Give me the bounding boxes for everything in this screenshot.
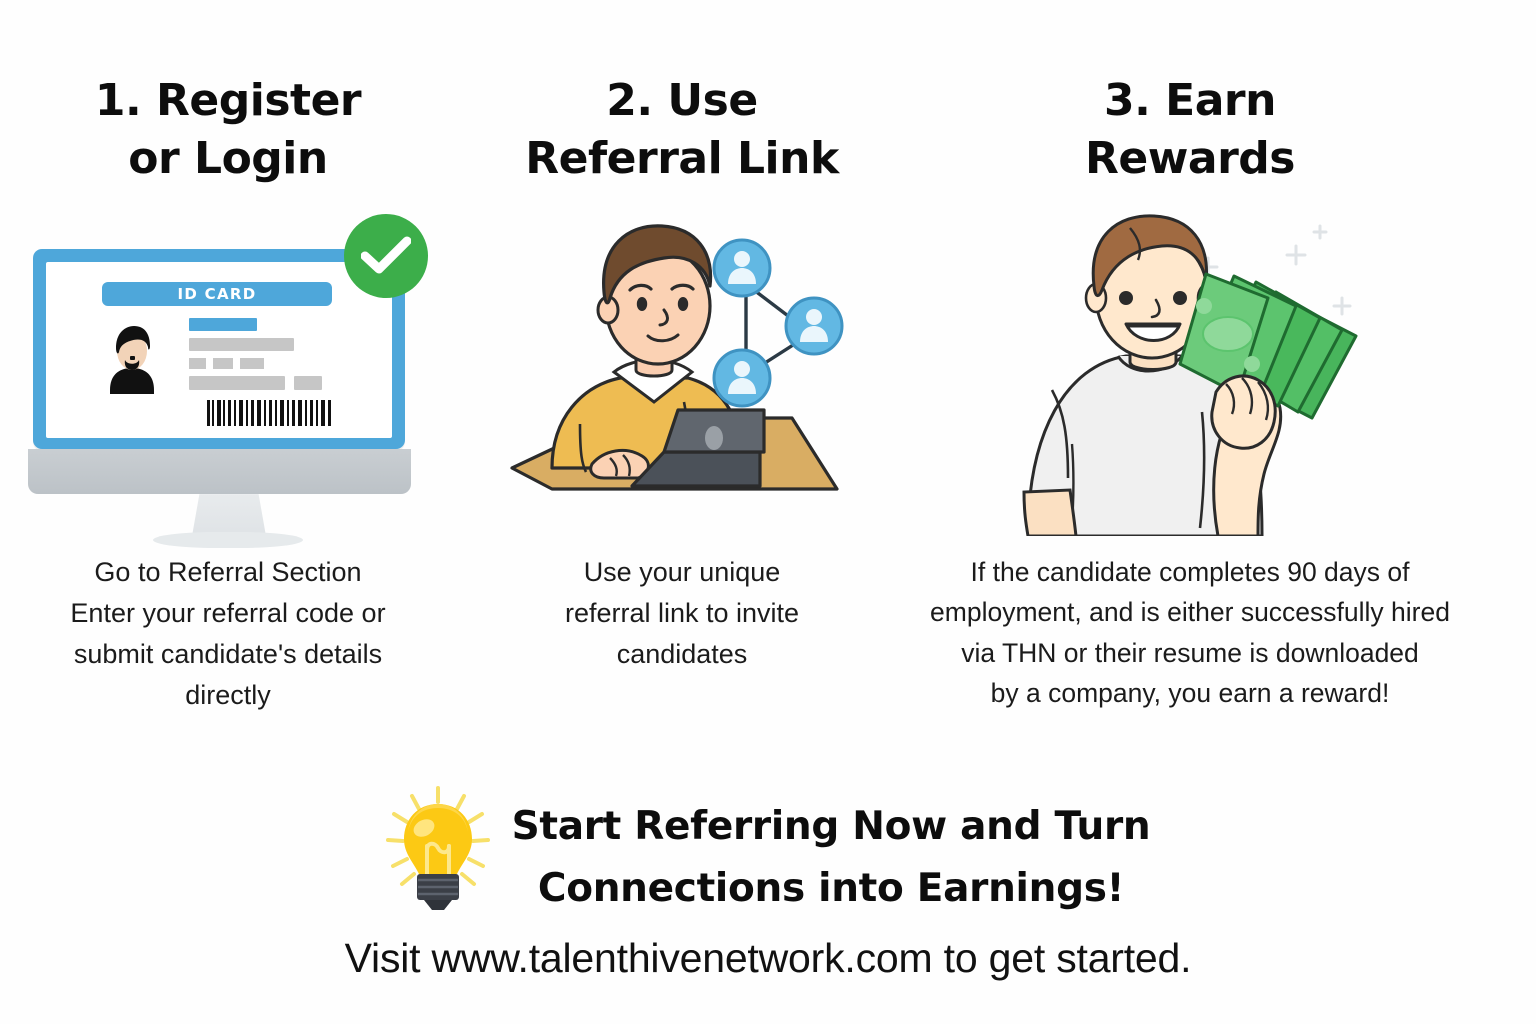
id-field-row <box>189 376 364 391</box>
monitor-screen: ID CARD <box>46 262 392 439</box>
id-card-banner: ID CARD <box>102 282 332 307</box>
step-1-artwork: ID CARD <box>8 206 448 549</box>
id-chip <box>240 358 264 370</box>
cta-url-line: Visit www.talenthivenetwork.com to get s… <box>344 934 1192 981</box>
step-3-caption: If the candidate completes 90 days of em… <box>930 557 1450 708</box>
id-chip <box>213 358 233 370</box>
id-field-short <box>294 376 322 391</box>
monitor-stand-neck <box>192 494 266 537</box>
id-card-field-lines <box>189 318 364 431</box>
step-1-title: 1. Register or Login <box>94 75 362 185</box>
monitor-illustration: ID CARD <box>28 214 428 549</box>
check-icon <box>361 236 411 274</box>
step-2-artwork <box>470 206 894 526</box>
monitor-stand-foot <box>153 532 303 549</box>
green-check-badge-icon <box>344 214 428 299</box>
monitor-chin <box>28 449 411 495</box>
person-holding-money-icon <box>1022 214 1358 537</box>
lightbulb-icon <box>385 786 490 910</box>
id-field-secondary <box>189 338 294 352</box>
barcode-icon <box>207 400 331 427</box>
person-laptop-network-icon <box>510 224 844 491</box>
id-field-long <box>189 376 285 391</box>
id-chip <box>189 358 206 370</box>
step-card-2: 2. Use Referral Link <box>470 0 894 770</box>
id-field-chips <box>189 358 364 370</box>
id-field-primary <box>189 318 257 332</box>
step-3-title: 3. Earn Rewards <box>1085 75 1295 185</box>
cta-section: Start Referring Now and Turn Connections… <box>0 780 1536 982</box>
cta-headline-row: Start Referring Now and Turn Connections… <box>0 780 1536 921</box>
step-1-caption: Go to Referral Section Enter your referr… <box>70 557 386 711</box>
monitor-frame: ID CARD <box>33 249 405 450</box>
step-card-3: 3. Earn Rewards <box>900 0 1480 770</box>
step-2-title: 2. Use Referral Link <box>525 75 839 185</box>
steps-row: 1. Register or Login ID CARD <box>8 0 1480 770</box>
avatar-icon <box>94 320 170 395</box>
step-3-artwork <box>900 206 1480 537</box>
cta-headline: Start Referring Now and Turn Connections… <box>511 804 1151 912</box>
step-2-caption: Use your unique referral link to invite … <box>564 557 800 670</box>
step-card-1: 1. Register or Login ID CARD <box>8 0 448 770</box>
